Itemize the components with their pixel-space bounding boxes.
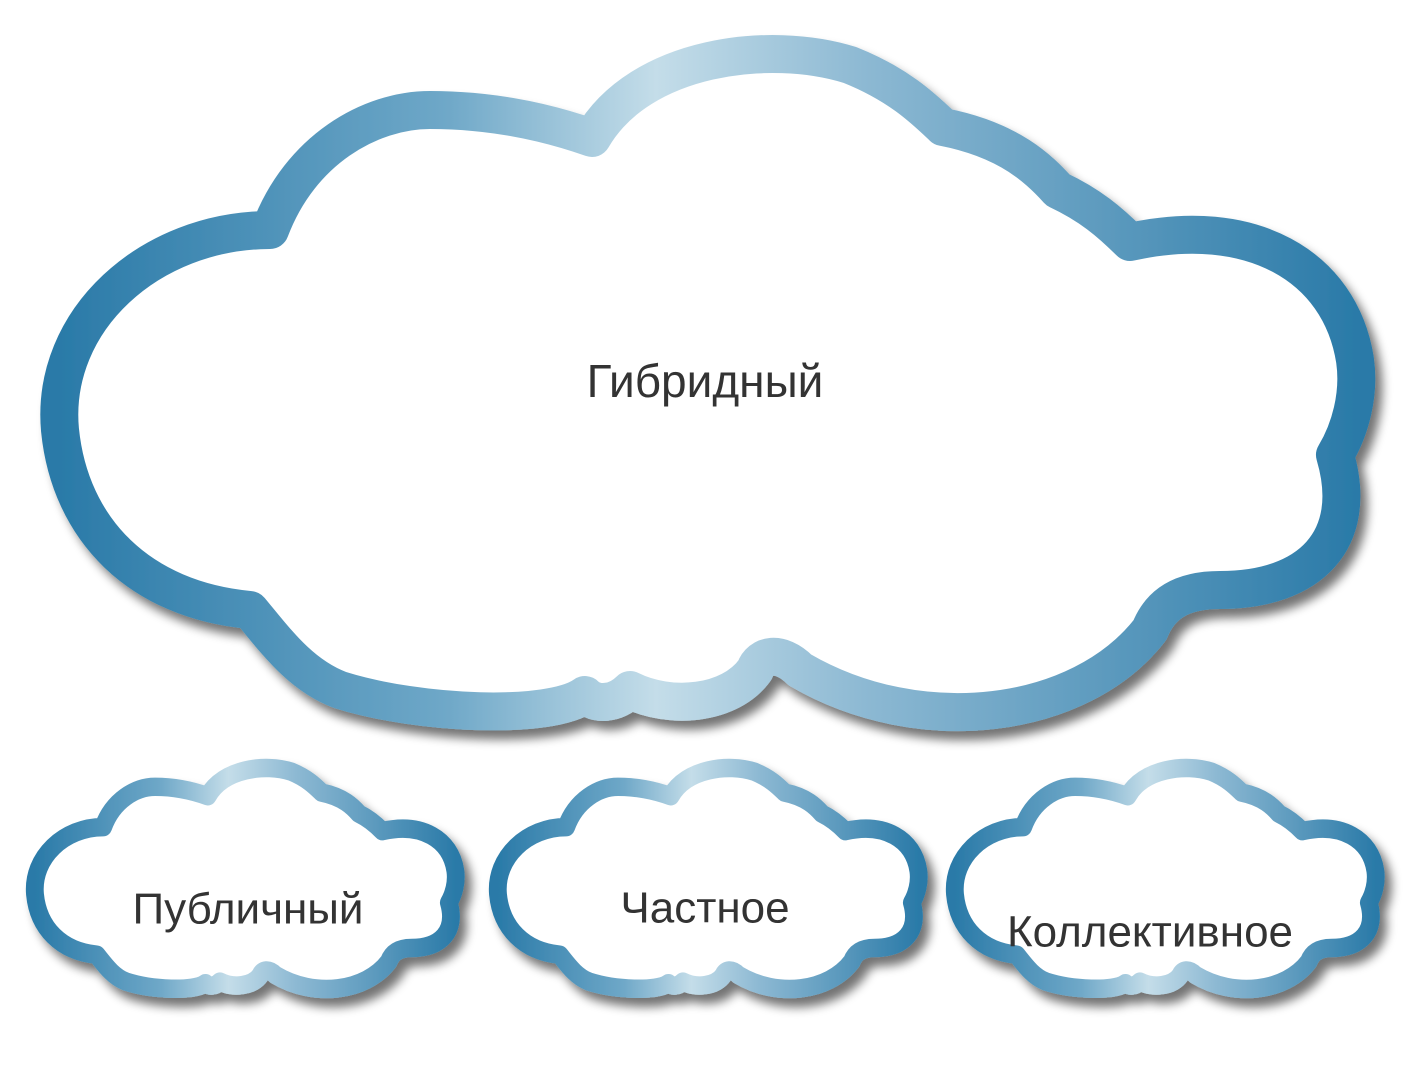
private-cloud-label: Частное: [620, 884, 789, 933]
community-cloud-label: Коллективное: [1007, 908, 1293, 957]
public-cloud-label: Публичный: [132, 885, 363, 934]
private-cloud: [498, 768, 919, 989]
hybrid-cloud-label: Гибридный: [587, 355, 824, 407]
public-cloud: [35, 768, 456, 989]
